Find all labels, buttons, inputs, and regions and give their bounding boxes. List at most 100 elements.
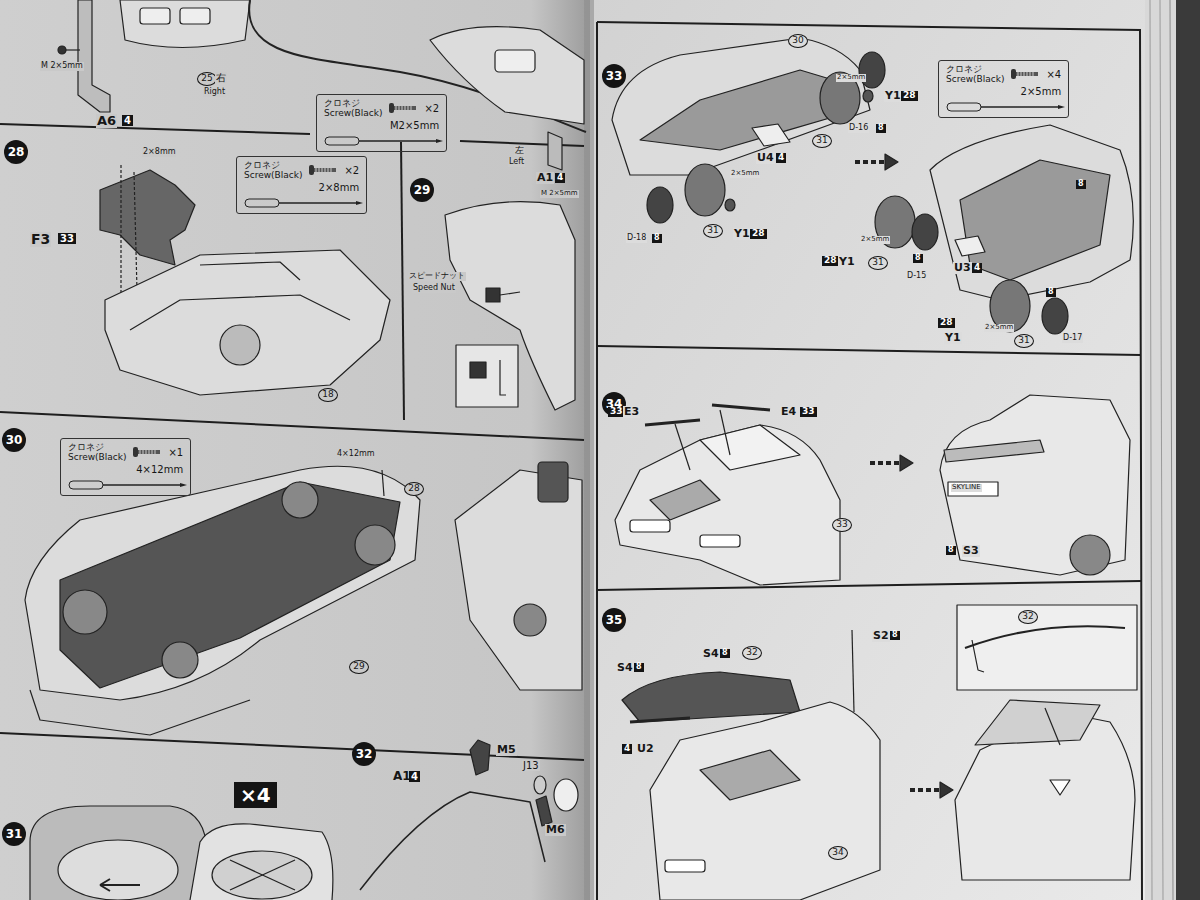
parts-drawing: [647, 187, 673, 223]
parts-drawing: [685, 164, 725, 216]
parts-drawing: [700, 535, 740, 547]
part-label: D-15: [906, 272, 927, 281]
part-number-box: 8: [1046, 288, 1056, 297]
parts-drawing: [910, 788, 940, 792]
part-label: Left: [508, 158, 525, 167]
screw-count: ×1: [168, 447, 183, 458]
part-label: 2×5mm: [836, 74, 866, 82]
screwdriver-icon: [946, 100, 1066, 114]
screw-row: クロネジ Screw(Black)×2: [324, 98, 439, 119]
background: [1170, 0, 1173, 900]
parts-drawing: [700, 425, 800, 470]
part-label: U3: [953, 262, 972, 274]
parts-drawing: [30, 690, 250, 735]
step-number-text: 30: [6, 433, 23, 447]
step-number: 31: [2, 822, 26, 846]
parts-drawing: [58, 840, 178, 900]
panel-frame: [597, 581, 1141, 590]
parts-drawing: [500, 360, 506, 395]
parts-drawing: [282, 482, 318, 518]
parts-drawing: [30, 806, 206, 900]
screw-count: ×2: [344, 165, 359, 176]
part-label: 4×12mm: [336, 450, 376, 459]
parts-drawing: [100, 170, 195, 265]
parts-drawing: [1042, 298, 1068, 334]
background: [1160, 0, 1163, 900]
parts-drawing: [249, 0, 586, 132]
part-label: 2×5mm: [984, 324, 1014, 332]
parts-drawing: [700, 750, 800, 800]
screw-info-box: クロネジ Screw(Black)×14×12mm: [60, 438, 191, 496]
parts-drawing: [725, 199, 735, 211]
part-label: D-16: [848, 124, 869, 133]
part-label: 左: [514, 146, 525, 156]
callout-number: 33: [832, 518, 852, 532]
part-label: 2×5mm: [860, 236, 890, 244]
step-number-text: 29: [414, 183, 431, 197]
step-number-text: 33: [606, 69, 623, 83]
background: [590, 0, 1145, 900]
part-label: E3: [623, 406, 640, 418]
parts-drawing: [360, 792, 545, 890]
parts-drawing: [863, 90, 873, 102]
callout-number: 31: [1014, 334, 1034, 348]
callout-number: 31: [812, 134, 832, 148]
part-number-box: 4: [409, 771, 420, 782]
parts-drawing: [63, 590, 107, 634]
screw-size: 2×8mm: [244, 182, 359, 193]
parts-drawing: [630, 718, 690, 722]
part-label: M5: [496, 744, 517, 756]
parts-drawing: [486, 288, 500, 302]
parts-drawing: [972, 640, 984, 672]
part-label: Speed Nut: [412, 284, 456, 293]
part-number-box: 33: [800, 407, 817, 417]
screw-size: 2×5mm: [946, 86, 1061, 97]
screw-count: ×4: [1046, 69, 1061, 80]
background: [1140, 0, 1176, 900]
part-number-box: 4: [622, 744, 632, 754]
parts-drawing: [25, 466, 420, 700]
step-number: 29: [410, 178, 434, 202]
parts-drawing: [536, 796, 552, 826]
screwdriver-icon: [244, 196, 364, 210]
parts-drawing: [212, 851, 312, 899]
parts-drawing: [538, 462, 568, 502]
screw-count: ×2: [424, 103, 439, 114]
part-number-box: 8: [890, 631, 900, 640]
parts-drawing: [712, 405, 770, 410]
step-number-text: 32: [356, 747, 373, 761]
parts-drawing: [230, 860, 295, 890]
part-number-box: 8: [720, 649, 730, 658]
parts-drawing: [470, 362, 486, 378]
callout-number: 32: [742, 646, 762, 660]
panel-frame: [401, 142, 404, 420]
parts-drawing: [455, 470, 582, 690]
part-label: 右: [215, 72, 227, 83]
parts-drawing: [957, 605, 1137, 690]
background: [584, 0, 594, 900]
callout-number: 25: [197, 72, 217, 86]
parts-drawing: [930, 125, 1133, 300]
callout-number: 31: [703, 224, 723, 238]
part-label: U2: [636, 743, 655, 755]
callout-number: 29: [349, 660, 369, 674]
screw-info-box: クロネジ Screw(Black)×2M2×5mm: [316, 94, 447, 152]
part-label: S3: [962, 545, 980, 557]
parts-drawing: [230, 860, 295, 890]
parts-drawing: [456, 345, 518, 407]
callout-number: 18: [318, 388, 338, 402]
parts-drawing: [1050, 780, 1070, 795]
quantity-badge: ×4: [234, 782, 277, 808]
part-label: A1: [536, 172, 554, 184]
parts-drawing: [382, 470, 384, 496]
parts-drawing: [220, 325, 260, 365]
parts-drawing: [622, 672, 800, 722]
panel-frame: [597, 22, 1142, 900]
parts-drawing: [100, 879, 140, 891]
part-label: D-18: [626, 234, 647, 243]
parts-drawing: [534, 776, 546, 794]
parts-drawing: [615, 425, 840, 585]
callout-number: 31: [868, 256, 888, 270]
background: [1150, 0, 1152, 900]
